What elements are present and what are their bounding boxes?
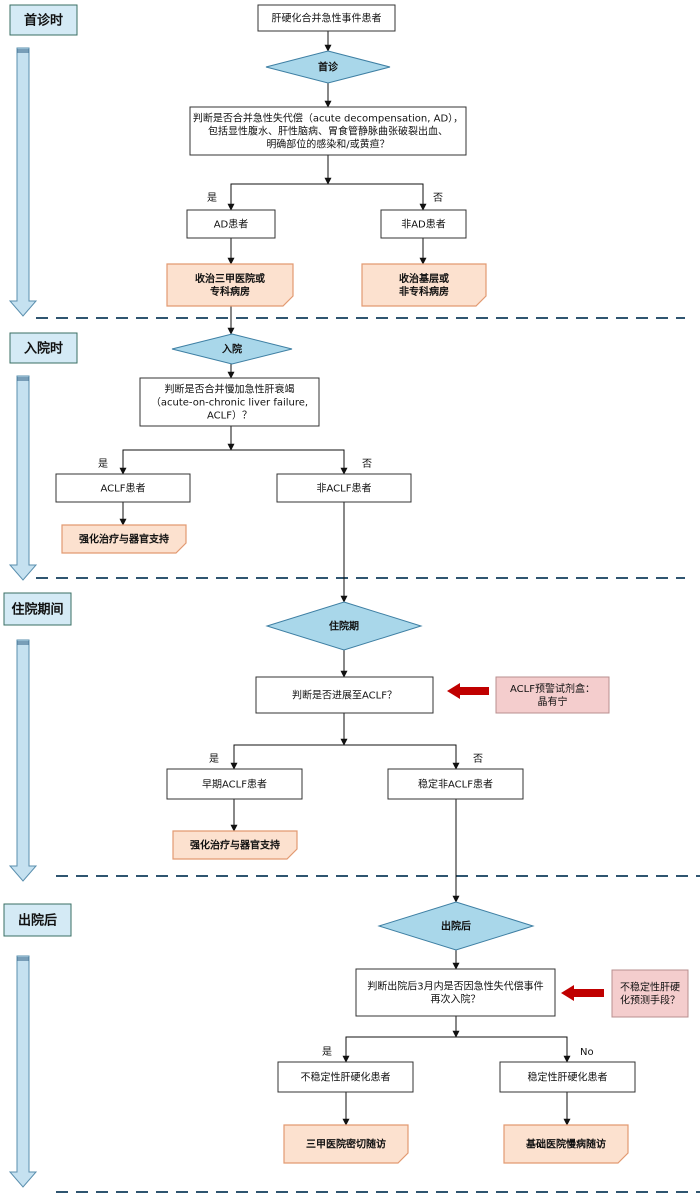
question-box-aclf-text: 判断是否合并慢加急性肝衰竭 bbox=[165, 383, 295, 396]
phase-label-3: 住院期间 bbox=[3, 592, 72, 626]
discharge-diamond: 出院后 bbox=[377, 901, 535, 951]
outcome-tertiary-followup-text: 三甲医院密切随访 bbox=[306, 1138, 386, 1151]
outcome-tertiary-followup: 三甲医院密切随访 bbox=[283, 1124, 409, 1164]
ad-patient-box: AD患者 bbox=[186, 209, 276, 239]
outcome-primary-followup-text: 基础医院慢病随访 bbox=[525, 1138, 606, 1151]
aclf-warning-kit-box: ACLF预警试剂盒：晶有宁 bbox=[495, 676, 610, 714]
outcome-primary-followup: 基础医院慢病随访 bbox=[503, 1124, 629, 1164]
first-visit-diamond: 首诊 bbox=[265, 50, 391, 84]
question-box-progression-text: 判断是否进展至ACLF？ bbox=[292, 689, 397, 702]
question-box-aclf-text: ACLF）？ bbox=[207, 410, 252, 422]
phase-label-text: 首诊时 bbox=[24, 13, 63, 29]
first-visit-diamond-text: 首诊 bbox=[318, 61, 339, 74]
aclf-patient-box-text: ACLF患者 bbox=[101, 483, 146, 495]
phase-label-2: 入院时 bbox=[9, 332, 78, 364]
phase-dividers bbox=[36, 317, 700, 1193]
connector-12 bbox=[231, 449, 348, 475]
phase-label-1: 首诊时 bbox=[9, 4, 78, 36]
stable-cirrhosis-box-text: 稳定性肝硬化患者 bbox=[528, 1071, 608, 1084]
phase-label-text: 出院后 bbox=[18, 913, 57, 929]
start-box: 肝硬化合并急性事件患者 bbox=[257, 4, 396, 32]
question-box-ad-text: 判断是否合并急性失代偿（acute decompensation, AD）， bbox=[193, 112, 463, 125]
branch-labels: 是 否 是 否 是 否 是 No bbox=[98, 192, 594, 1058]
branch-label-yes-2: 是 bbox=[98, 458, 108, 470]
question-box-ad: 判断是否合并急性失代偿（acute decompensation, AD），包括… bbox=[189, 106, 467, 156]
branch-label-yes-3: 是 bbox=[209, 753, 219, 765]
branch-label-no-4: No bbox=[580, 1047, 594, 1058]
connectors bbox=[119, 31, 571, 1126]
non-aclf-patient-box: 非ACLF患者 bbox=[276, 473, 412, 503]
unstable-prediction-box-text: 不稳定性肝硬 bbox=[620, 981, 680, 994]
timeline-arrows bbox=[8, 47, 38, 1188]
red-arrow-2 bbox=[561, 985, 604, 1001]
unstable-prediction-box-text: 化预测手段？ bbox=[620, 994, 680, 1007]
branch-label-no-1: 否 bbox=[433, 192, 443, 204]
question-box-progression: 判断是否进展至ACLF？ bbox=[255, 676, 434, 714]
outcome-intensive-support-2-text: 强化治疗与器官支持 bbox=[190, 839, 280, 852]
stable-cirrhosis-box: 稳定性肝硬化患者 bbox=[499, 1061, 636, 1093]
non-ad-patient-box: 非AD患者 bbox=[380, 209, 467, 239]
aclf-warning-kit-box-text: 晶有宁 bbox=[538, 695, 568, 708]
connector-5 bbox=[328, 183, 427, 211]
connector-24 bbox=[456, 1036, 571, 1063]
stable-non-aclf-patient-box-text: 稳定非ACLF患者 bbox=[418, 778, 493, 791]
timeline-arrow-1 bbox=[8, 47, 38, 317]
discharge-diamond-text: 出院后 bbox=[441, 920, 471, 933]
question-box-readmission-text: 再次入院？ bbox=[431, 993, 481, 1006]
timeline-arrow-4 bbox=[8, 955, 38, 1188]
aclf-patient-box: ACLF患者 bbox=[55, 473, 191, 503]
question-box-readmission-text: 判断出院后3月内是否因急性失代偿事件 bbox=[367, 980, 543, 993]
phase-label-text: 入院时 bbox=[24, 341, 63, 357]
connector-17 bbox=[230, 744, 344, 770]
early-aclf-patient-box: 早期ACLF患者 bbox=[166, 768, 303, 800]
admission-diamond-text: 入院 bbox=[222, 343, 242, 356]
timeline-arrow-3 bbox=[8, 639, 38, 882]
question-box-aclf: 判断是否合并慢加急性肝衰竭（acute-on-chronic liver fai… bbox=[139, 377, 320, 427]
question-box-aclf-text: （acute-on-chronic liver failure, bbox=[151, 397, 308, 409]
connector-18 bbox=[344, 744, 460, 770]
unstable-cirrhosis-box: 不稳定性肝硬化患者 bbox=[277, 1061, 414, 1093]
inpatient-diamond-text: 住院期 bbox=[329, 620, 359, 633]
question-box-ad-text: 明确部位的感染和/或黄疸？ bbox=[266, 138, 389, 151]
unstable-cirrhosis-box-text: 不稳定性肝硬化患者 bbox=[301, 1071, 391, 1084]
stable-non-aclf-patient-box: 稳定非ACLF患者 bbox=[387, 768, 524, 800]
branch-label-yes-4: 是 bbox=[322, 1046, 332, 1058]
branch-label-yes-1: 是 bbox=[207, 192, 217, 204]
branch-label-no-3: 否 bbox=[473, 753, 483, 765]
non-aclf-patient-box-text: 非ACLF患者 bbox=[317, 483, 372, 495]
inpatient-diamond: 住院期 bbox=[265, 601, 423, 651]
question-box-ad-text: 包括显性腹水、肝性脑病、胃食管静脉曲张破裂出血、 bbox=[208, 125, 448, 138]
non-ad-patient-box-text: 非AD患者 bbox=[401, 219, 446, 231]
timeline-arrow-caps bbox=[17, 49, 29, 961]
aclf-warning-kit-box-text: ACLF预警试剂盒： bbox=[510, 682, 595, 695]
outcome-intensive-support-2: 强化治疗与器官支持 bbox=[172, 830, 298, 860]
red-arrow-1 bbox=[447, 683, 489, 699]
phase-label-4: 出院后 bbox=[3, 903, 72, 937]
outcome-intensive-support-1: 强化治疗与器官支持 bbox=[61, 524, 187, 554]
branch-label-no-2: 否 bbox=[362, 458, 372, 470]
ad-patient-box-text: AD患者 bbox=[214, 219, 249, 231]
side-arrows bbox=[447, 683, 604, 1001]
start-box-text: 肝硬化合并急性事件患者 bbox=[272, 12, 382, 25]
connector-11 bbox=[119, 449, 231, 475]
connector-4 bbox=[227, 183, 328, 211]
phase-label-text: 住院期间 bbox=[11, 602, 63, 618]
outcome-tertiary-ward-text: 收治三甲医院或 bbox=[195, 272, 265, 285]
outcome-primary-ward-text: 收治基层或 bbox=[399, 272, 449, 285]
early-aclf-patient-box-text: 早期ACLF患者 bbox=[202, 779, 267, 791]
admission-diamond: 入院 bbox=[171, 333, 293, 365]
connector-23 bbox=[342, 1036, 456, 1063]
outcome-tertiary-ward-text: 专科病房 bbox=[210, 285, 250, 298]
outcome-primary-ward-text: 非专科病房 bbox=[399, 285, 449, 298]
timeline-arrow-2 bbox=[8, 375, 38, 581]
outcome-intensive-support-1-text: 强化治疗与器官支持 bbox=[79, 533, 169, 546]
